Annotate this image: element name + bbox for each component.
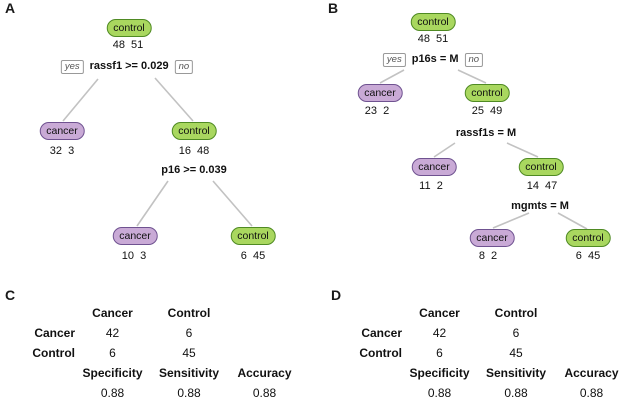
node-counts: 32 3 xyxy=(49,145,75,157)
cell-value: 6 xyxy=(436,346,443,360)
no-branch-label: no xyxy=(464,53,484,67)
tree-node: control xyxy=(171,122,217,140)
node-counts: 16 48 xyxy=(178,145,210,157)
tree-edge xyxy=(379,69,405,84)
table-row: Specificity Sensitivity Accuracy xyxy=(0,363,301,383)
table-row: Cancer 42 6 xyxy=(327,323,622,343)
cell-value: 6 xyxy=(109,346,116,360)
tree-edge xyxy=(457,69,487,84)
metric-value: 0.88 xyxy=(177,386,201,400)
tree-node: control xyxy=(464,84,510,102)
table-row: Cancer Control xyxy=(327,303,622,323)
tree-node: cancer xyxy=(469,229,515,247)
confusion-matrix-c: Cancer Control Cancer 42 6 Control 6 45 … xyxy=(0,303,301,403)
table-row: 0.88 0.88 0.88 xyxy=(327,383,622,403)
tree-edge xyxy=(154,77,194,122)
cell-value: 6 xyxy=(185,326,193,340)
metric-header: Sensitivity xyxy=(485,366,547,380)
tree-node: control xyxy=(230,227,276,245)
node-counts: 10 3 xyxy=(121,250,147,262)
column-header: Cancer xyxy=(419,306,460,320)
table-row: Control 6 45 xyxy=(0,343,301,363)
tree-node: cancer xyxy=(411,158,457,176)
metric-value: 0.88 xyxy=(100,386,125,400)
split-condition: rassf1 >= 0.029 xyxy=(89,60,169,73)
split-condition: p16s = M xyxy=(411,53,459,66)
tree-edge xyxy=(492,212,530,229)
split-label-row: mgmts = M xyxy=(511,200,569,213)
tree-edge xyxy=(506,142,539,158)
row-label: Control xyxy=(359,346,402,360)
tree-node: cancer xyxy=(112,227,158,245)
metric-value: 0.88 xyxy=(252,386,277,400)
node-counts: 48 51 xyxy=(417,33,449,45)
column-header: Cancer xyxy=(92,306,133,320)
split-label-row: p16 >= 0.039 xyxy=(161,164,226,177)
table-row: Specificity Sensitivity Accuracy xyxy=(327,363,622,383)
split-condition: mgmts = M xyxy=(511,200,569,212)
split-condition: p16 >= 0.039 xyxy=(161,164,227,176)
metric-header: Accuracy xyxy=(564,366,619,380)
metric-value: 0.88 xyxy=(504,386,528,400)
node-counts: 6 45 xyxy=(575,250,601,262)
tree-edge xyxy=(212,180,253,227)
no-branch-label: no xyxy=(174,60,194,74)
tree-edge xyxy=(136,180,169,227)
column-header: Control xyxy=(494,306,538,320)
split-label-row: rassf1s = M xyxy=(456,127,516,140)
table-row: Cancer Control xyxy=(0,303,301,323)
tree-node: cancer xyxy=(39,122,85,140)
metric-value: 0.88 xyxy=(427,386,452,400)
node-counts: 11 2 xyxy=(419,180,443,192)
cell-value: 42 xyxy=(105,326,120,340)
node-counts: 14 47 xyxy=(526,180,558,192)
tree-edge xyxy=(433,142,456,158)
cell-value: 45 xyxy=(509,346,523,360)
tree-node: cancer xyxy=(357,84,403,102)
row-label: Control xyxy=(32,346,75,360)
row-label: Cancer xyxy=(361,326,402,340)
panel-label-a: A xyxy=(5,0,16,16)
column-header: Control xyxy=(167,306,211,320)
node-counts: 25 49 xyxy=(471,105,503,117)
tree-node: control xyxy=(565,229,611,247)
metric-header: Specificity xyxy=(82,366,143,380)
tree-edge xyxy=(62,78,99,122)
table-row: Cancer 42 6 xyxy=(0,323,301,343)
metric-header: Sensitivity xyxy=(158,366,220,380)
split-condition: rassf1s = M xyxy=(455,127,517,139)
node-counts: 48 51 xyxy=(112,39,144,51)
panel-label-d: D xyxy=(331,287,342,303)
yes-branch-label: yes xyxy=(382,53,406,67)
row-label: Cancer xyxy=(34,326,75,340)
node-counts: 6 45 xyxy=(240,250,266,262)
node-counts: 8 2 xyxy=(478,250,498,262)
cell-value: 6 xyxy=(512,326,520,340)
split-label-row: yes p16s = M no xyxy=(382,53,484,67)
cell-value: 45 xyxy=(182,346,196,360)
tree-node: control xyxy=(410,13,456,31)
confusion-matrix-d: Cancer Control Cancer 42 6 Control 6 45 … xyxy=(327,303,622,403)
table-row: 0.88 0.88 0.88 xyxy=(0,383,301,403)
tree-node: control xyxy=(518,158,564,176)
metric-value: 0.88 xyxy=(579,386,604,400)
panel-label-b: B xyxy=(328,0,339,16)
metric-header: Specificity xyxy=(409,366,470,380)
yes-branch-label: yes xyxy=(60,60,84,74)
cell-value: 42 xyxy=(432,326,447,340)
tree-node: control xyxy=(106,19,152,37)
panel-label-c: C xyxy=(5,287,16,303)
tree-edge xyxy=(557,212,588,230)
table-row: Control 6 45 xyxy=(327,343,622,363)
node-counts: 23 2 xyxy=(364,105,390,117)
metric-header: Accuracy xyxy=(237,366,292,380)
split-label-row: yes rassf1 >= 0.029 no xyxy=(60,60,194,74)
